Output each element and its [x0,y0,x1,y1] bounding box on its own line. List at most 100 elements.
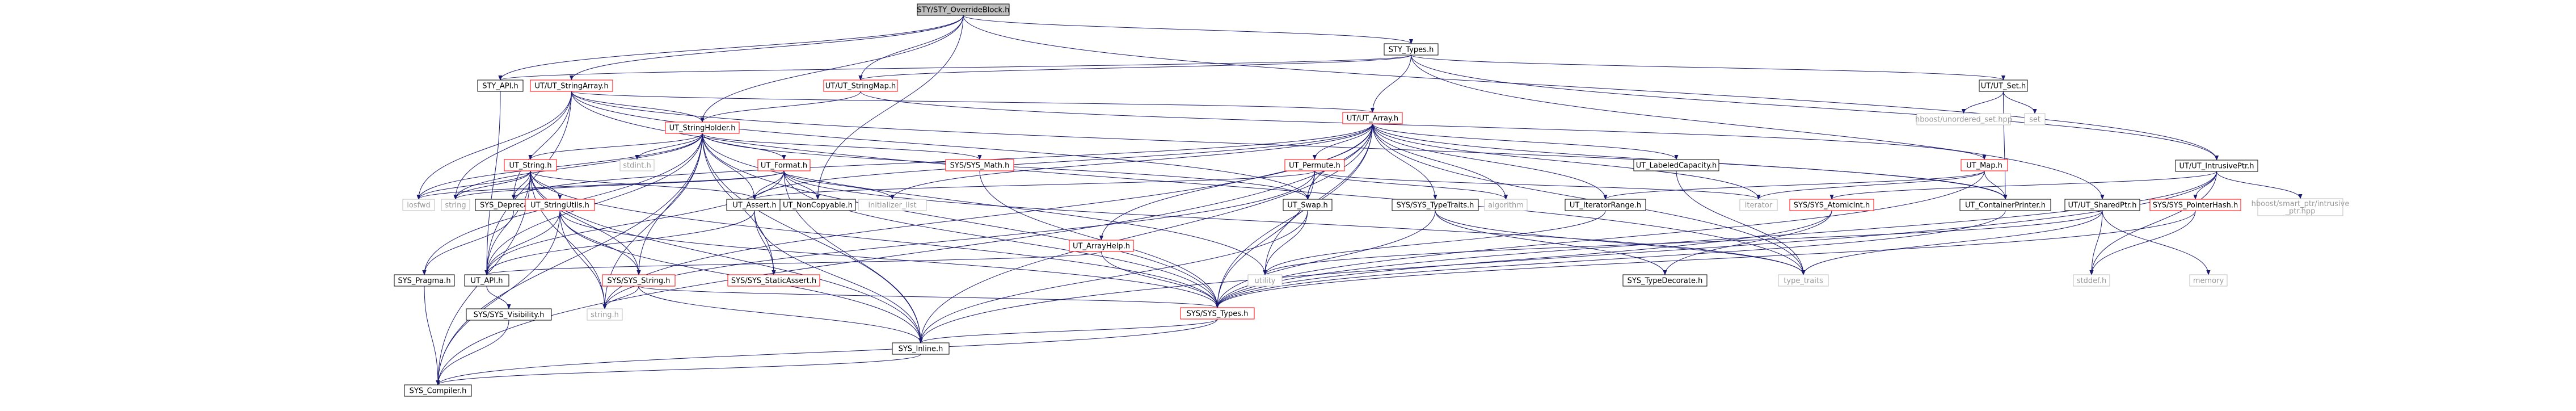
node-layer: STY/STY_OverrideBlock.hSTY_Types.hSTY_AP… [394,3,2349,397]
edge-ut-permute-to-sys-types [1215,170,1315,308]
node-label: UT_Permute.h [1289,162,1340,170]
node-sys-types[interactable]: SYS/SYS_Types.h [1180,307,1255,320]
edge-ut-stringarray-to-ut-api [484,91,572,275]
node-ut-intrusiveptr[interactable]: UT/UT_IntrusivePtr.h [2175,160,2258,172]
node-root[interactable]: STY/STY_OverrideBlock.h [917,3,1010,16]
edge-sty-api-to-ut-api [484,91,501,275]
node-box [619,159,655,171]
node-sys-visibility[interactable]: SYS/SYS_Visibility.h [466,308,552,321]
node-box [2024,113,2046,125]
node-box [402,199,435,211]
node-sys-typetraits[interactable]: SYS/SYS_TypeTraits.h [1392,199,1479,211]
node-box [466,308,552,321]
node-box [394,274,455,287]
node-label: STY_API.h [482,82,518,91]
node-label: UT/UT_StringMap.h [825,82,896,91]
edge-ut-stringholder-to-utility [702,133,1267,275]
edge-sys-visibility-to-sys-compiler [436,320,509,385]
node-ut-api[interactable]: UT_API.h [464,274,509,287]
edge-ut-stringholder-to-ut-assert [702,133,757,200]
node-type-traits: type_traits [1778,274,1829,287]
node-ut-assert[interactable]: UT_Assert.h [726,199,783,211]
node-sys-staticassert[interactable]: SYS/SYS_StaticAssert.h [727,274,820,287]
node-box [1789,199,1874,211]
node-ut-iteratorrange[interactable]: UT_IteratorRange.h [1565,199,1646,211]
edge-ut-stringarray-to-ut-containerprinter [571,91,2008,200]
node-initializer-list: initializer_list [858,199,927,211]
node-ut-containerprinter[interactable]: UT_ContainerPrinter.h [1959,199,2051,211]
node-sys-atomicint[interactable]: SYS/SYS_AtomicInt.h [1789,199,1874,211]
node-sys-string[interactable]: SYS/SYS_String.h [602,274,676,287]
edge-sys-inline-to-sys-compiler [436,354,921,385]
node-label: hboost/unordered_set.hpp [1915,116,2012,124]
node-ut-stringmap[interactable]: UT/UT_StringMap.h [823,79,898,92]
edge-ut-sharedptr-to-utility [1263,210,2103,275]
node-ut-noncopyable[interactable]: UT_NonCopyable.h [779,199,856,211]
edge-ut-map-to-sys-types [1215,170,1985,308]
edge-sys-string-to-sys-inline [638,286,923,343]
node-sty-api[interactable]: STY_API.h [477,79,524,92]
edge-ut-array-to-initializer-list [890,123,1373,200]
edge-ut-string-to-string-h [530,170,607,309]
node-ut-string[interactable]: UT_String.h [504,159,557,171]
node-label: utility [1255,277,1276,286]
node-sys-math[interactable]: SYS/SYS_Math.h [945,159,1014,171]
node-label: SYS_Pragma.h [398,277,450,286]
edge-ut-stringutils-to-string-h [559,210,607,309]
node-label: SYS_TypeDecorate.h [1628,277,1703,286]
edge-ut-array-to-sys-inline [918,123,1373,343]
edge-ut-format-to-ut-assert [752,170,785,200]
node-boost-unordered: hboost/unordered_set.hpp [1915,113,2012,125]
node-ut-stringarray[interactable]: UT/UT_StringArray.h [530,79,613,92]
node-label: SYS_Compiler.h [410,387,467,396]
node-label: UT/UT_StringArray.h [534,82,608,91]
node-label: SYS/SYS_String.h [608,277,671,286]
node-ut-format[interactable]: UT_Format.h [757,159,811,171]
node-box [1069,240,1134,252]
edge-ut-string-to-ut-stringutils [530,170,562,200]
node-ut-stringholder[interactable]: UT_StringHolder.h [665,121,740,134]
edge-ut-permute-to-algorithm [1314,170,1508,200]
node-ut-swap[interactable]: UT_Swap.h [1283,199,1333,211]
node-sty-types[interactable]: STY_Types.h [1384,43,1439,56]
node-box [441,199,470,211]
node-box [2257,198,2343,216]
node-label: type_traits [1784,277,1823,286]
node-sys-pragma[interactable]: SYS_Pragma.h [394,274,455,287]
edge-ut-array-to-sys-types [1215,123,1373,308]
node-box [1739,199,1778,211]
node-ut-map[interactable]: UT_Map.h [1961,159,2008,171]
edge-root-to-ut-noncopyable [815,15,964,200]
node-ut-arrayhelp[interactable]: UT_ArrayHelp.h [1069,240,1134,252]
node-box [2073,274,2110,287]
edge-ut-intrusiveptr-to-boost-intrusive [2216,171,2303,199]
node-label: string [445,202,466,210]
edge-ut-stringutils-to-sys-string [559,210,641,275]
edge-ut-format-to-initializer-list [783,170,895,200]
node-ut-stringutils[interactable]: UT_StringUtils.h [525,199,595,211]
edge-sty-types-to-ut-set [1411,54,2005,81]
edge-sys-pragma-to-sys-compiler [424,286,440,385]
node-ut-set[interactable]: UT/UT_Set.h [1979,79,2028,92]
node-label: iosfwd [407,202,431,210]
edge-ut-set-to-ut-containerprinter [2003,91,2008,200]
node-sys-compiler[interactable]: SYS_Compiler.h [404,384,472,397]
node-box [602,274,676,287]
edge-ut-iteratorrange-to-utility [1263,210,1606,275]
node-label: initializer_list [868,202,916,210]
node-label: string.h [591,311,619,320]
node-box [2189,274,2228,287]
node-label: UT/UT_IntrusivePtr.h [2179,162,2254,171]
edge-ut-sharedptr-to-type-traits [1801,210,2103,275]
node-box [757,159,811,171]
node-ut-permute[interactable]: UT_Permute.h [1284,159,1345,171]
node-sys-typedecorate[interactable]: SYS_TypeDecorate.h [1622,274,1708,287]
node-sys-inline[interactable]: SYS_Inline.h [892,342,950,355]
edge-sys-string-to-string-h [602,286,639,309]
node-sys-pointerhash[interactable]: SYS/SYS_PointerHash.h [2149,199,2241,211]
node-ut-array[interactable]: UT/UT_Array.h [1342,112,1403,124]
node-ut-sharedptr[interactable]: UT/UT_SharedPtr.h [2064,199,2140,211]
edge-layer [416,15,2303,385]
node-box [2064,199,2140,211]
node-ut-labeledcapacity[interactable]: UT_LabeledCapacity.h [1633,159,1719,171]
